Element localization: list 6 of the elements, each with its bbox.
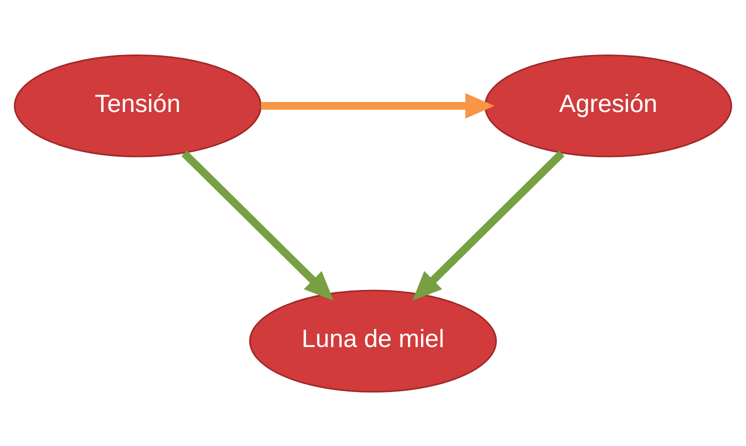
arrow xyxy=(181,150,334,300)
node-ellipse: Luna de miel xyxy=(249,289,497,392)
arrow xyxy=(260,92,494,118)
arrow xyxy=(412,150,565,300)
node-ellipse: Agresión xyxy=(484,54,732,157)
node-ellipse: Tensión xyxy=(14,54,262,157)
